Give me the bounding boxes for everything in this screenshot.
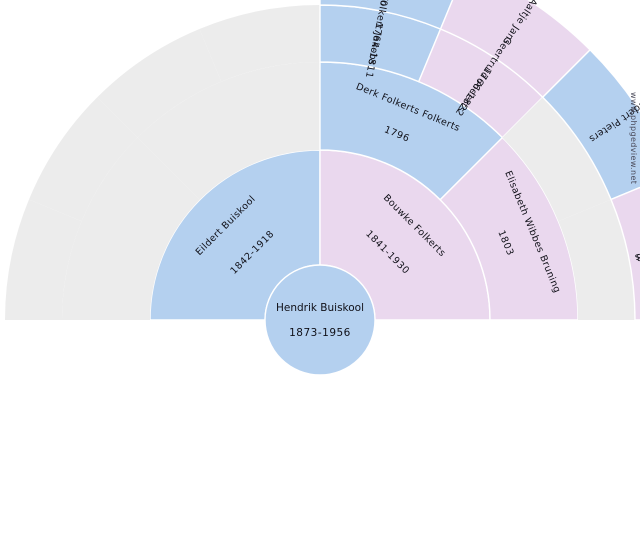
center-person-dates: 1873-1956 xyxy=(289,327,351,339)
fan-segment-empty xyxy=(558,199,635,320)
segment-dates: 1718 xyxy=(635,247,640,263)
fan-segment-empty xyxy=(502,97,612,222)
segments-layer xyxy=(5,0,640,321)
fan-segment-empty xyxy=(97,28,222,138)
fan-segment[interactable] xyxy=(610,174,640,321)
center-person-circle[interactable] xyxy=(264,264,376,376)
fan-segment-empty xyxy=(137,62,320,200)
fan-segment-empty xyxy=(199,5,320,82)
fan-segment-empty xyxy=(5,199,82,320)
fan-segment-empty xyxy=(28,97,138,222)
center-person-name: Hendrik Buiskool xyxy=(276,302,364,314)
segment-dates: -1770 xyxy=(377,0,394,7)
fan-segment[interactable] xyxy=(319,0,466,30)
fan-segment-empty xyxy=(62,137,200,320)
watermark-text: www.phpgedview.net xyxy=(629,92,638,185)
center-person-group[interactable]: Hendrik Buiskool 1873-1956 xyxy=(264,264,376,376)
fan-segment[interactable] xyxy=(541,48,640,201)
